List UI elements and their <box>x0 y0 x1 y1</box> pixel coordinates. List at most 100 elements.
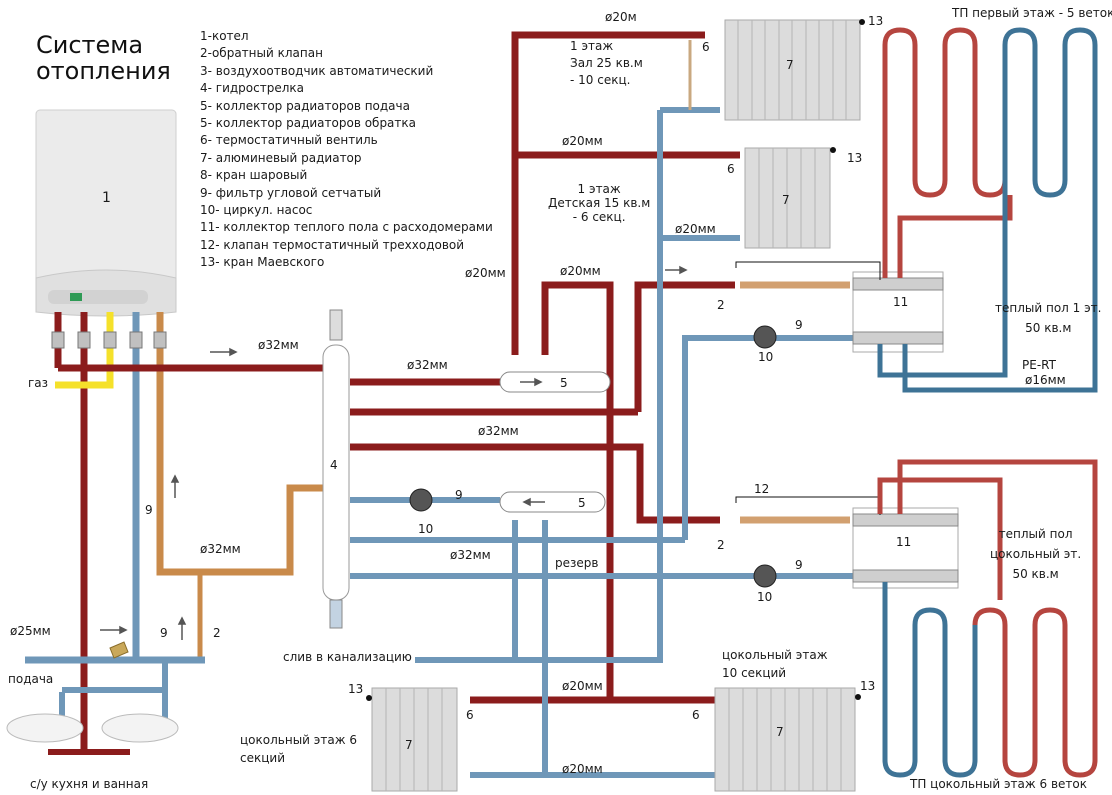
floor0-info: теплый пол цокольный эт. 50 кв.м <box>990 524 1081 584</box>
diameter-16-label: ø16мм <box>1025 373 1066 387</box>
thermo-valve-number: 6 <box>692 708 700 722</box>
radiator-number: 7 <box>786 58 794 72</box>
floor-collector-number: 11 <box>896 535 912 549</box>
legend-item: 5- коллектор радиаторов подача <box>200 98 410 113</box>
floor0-info-line-1: теплый пол <box>998 527 1073 541</box>
legend-item: 13- кран Маевского <box>200 255 325 270</box>
floor1-loops-title: ТП первый этаж - 5 веток <box>952 6 1112 20</box>
room-hall-sections: - 10 секц. <box>570 73 631 87</box>
pump-number: 10 <box>758 350 774 364</box>
mayevsky-number: 13 <box>847 151 863 165</box>
sink-kitchen-icon <box>6 713 84 743</box>
legend-item: 12- клапан термостатичный трехходовой <box>200 237 465 252</box>
legend: 1-котел 2-обратный клапан 3- воздухоотво… <box>200 28 493 272</box>
check-valve-number: 2 <box>717 298 725 312</box>
mayevsky-number: 13 <box>348 682 364 696</box>
flow-arrows <box>100 265 688 640</box>
page-title: Система отопления <box>36 32 171 84</box>
boiler-number: 1 <box>102 190 111 206</box>
return-pipes <box>350 40 740 778</box>
legend-item: 3- воздухоотводчик автоматический <box>200 63 434 78</box>
pump-number: 10 <box>757 590 773 604</box>
pipe-material-label: PE-RT <box>1022 358 1056 372</box>
hydraulic-separator <box>322 309 350 629</box>
mayevsky-number: 13 <box>868 14 884 28</box>
mayevsky-valves <box>366 19 865 701</box>
diameter-32-label: ø32мм <box>407 358 448 372</box>
legend-item: 4- гидрострелка <box>200 81 304 96</box>
filter-number: 9 <box>145 503 153 517</box>
filter-number: 9 <box>160 626 168 640</box>
basement-left-line-1: цокольный этаж 6 <box>240 733 357 747</box>
filter-icon <box>109 641 129 659</box>
room-kids-floor: 1 этаж <box>577 182 621 196</box>
legend-item: 5- коллектор радиаторов обратка <box>200 116 417 131</box>
water-supply <box>6 641 205 755</box>
reserve-label: резерв <box>555 556 599 570</box>
check-valve-number: 2 <box>213 626 221 640</box>
floor0-info-line-3: 50 кв.м <box>1012 567 1059 581</box>
pump-icon <box>753 325 777 349</box>
filter-number: 9 <box>455 488 463 502</box>
supply-water-label: подача <box>8 672 54 686</box>
collector-return-number: 5 <box>578 496 586 510</box>
diameter-25-label: ø25мм <box>10 624 51 638</box>
floor-collector-number: 11 <box>893 295 909 309</box>
radiator-number: 7 <box>776 725 784 739</box>
radiator-number: 7 <box>405 738 413 752</box>
floor0-loops-title: ТП цокольный этаж 6 веток <box>910 777 1087 791</box>
diameter-20-label: ø20м <box>605 10 637 24</box>
basement-right-line-1: цокольный этаж <box>722 648 828 662</box>
hydro-separator-number: 4 <box>330 458 338 472</box>
radiator-collectors <box>499 371 611 513</box>
underfloor-loops-basement <box>877 459 1098 778</box>
collector-supply-number: 5 <box>560 376 568 390</box>
room-kids-sections: - 6 секц. <box>572 210 626 224</box>
legend-item: 9- фильтр угловой сетчатый <box>200 185 382 200</box>
diameter-32-label: ø32мм <box>450 548 491 562</box>
gas-label: газ <box>28 376 49 390</box>
filter-number: 9 <box>795 558 803 572</box>
diameter-20-label: ø20мм <box>465 266 506 280</box>
basement-left-line-2: секций <box>240 751 285 765</box>
radiator-number: 7 <box>782 193 790 207</box>
thermo-valve-number: 6 <box>702 40 710 54</box>
drain-label: слив в канализацию <box>283 650 412 664</box>
diameter-32-label: ø32мм <box>258 338 299 352</box>
check-valve-number: 2 <box>717 538 725 552</box>
diameter-32-label: ø32мм <box>200 542 241 556</box>
diameter-20-label: ø20мм <box>562 762 603 776</box>
thermo-valve-number: 6 <box>727 162 735 176</box>
diameter-20-label: ø20мм <box>675 222 716 236</box>
legend-item: 7- алюминевый радиатор <box>200 150 362 165</box>
floor1-info-line-2: 50 кв.м <box>1025 321 1072 335</box>
diameter-32-label: ø32мм <box>478 424 519 438</box>
floor0-info-line-2: цокольный эт. <box>990 547 1082 561</box>
supply-pipes <box>350 31 740 704</box>
legend-item: 6- термостатичный вентиль <box>200 133 378 148</box>
legend-item: 11- коллектор теплого пола с расходомера… <box>200 220 493 235</box>
legend-item: 1-котел <box>200 29 249 43</box>
boiler <box>35 109 177 317</box>
pump-icon <box>753 564 777 588</box>
room-hall-floor: 1 этаж <box>570 39 614 53</box>
radiator-sections <box>385 20 847 791</box>
room-kids-label: 1 этаж Детская 15 кв.м - 6 секц. <box>548 182 650 224</box>
title-line-1: Система <box>36 31 144 59</box>
pump-icon <box>409 488 433 512</box>
room-hall-area: Зал 25 кв.м <box>570 56 643 70</box>
underfloor-loops-floor1 <box>877 27 1098 393</box>
pump-number: 10 <box>418 522 434 536</box>
title-line-2: отопления <box>36 57 171 85</box>
legend-item: 8- кран шаровый <box>200 168 308 183</box>
basement-right-label: цокольный этаж 10 секций <box>722 646 828 682</box>
basement-right-line-2: 10 секций <box>722 666 787 680</box>
diameter-20-label: ø20мм <box>562 134 603 148</box>
mayevsky-number: 13 <box>860 679 876 693</box>
legend-item: 2-обратный клапан <box>200 46 323 61</box>
sinks-label: с/у кухня и ванная <box>30 777 149 791</box>
three-way-valve-number: 12 <box>754 482 770 496</box>
room-kids-area: Детская 15 кв.м <box>548 196 651 210</box>
room-hall-label: 1 этаж Зал 25 кв.м - 10 секц. <box>570 38 643 89</box>
